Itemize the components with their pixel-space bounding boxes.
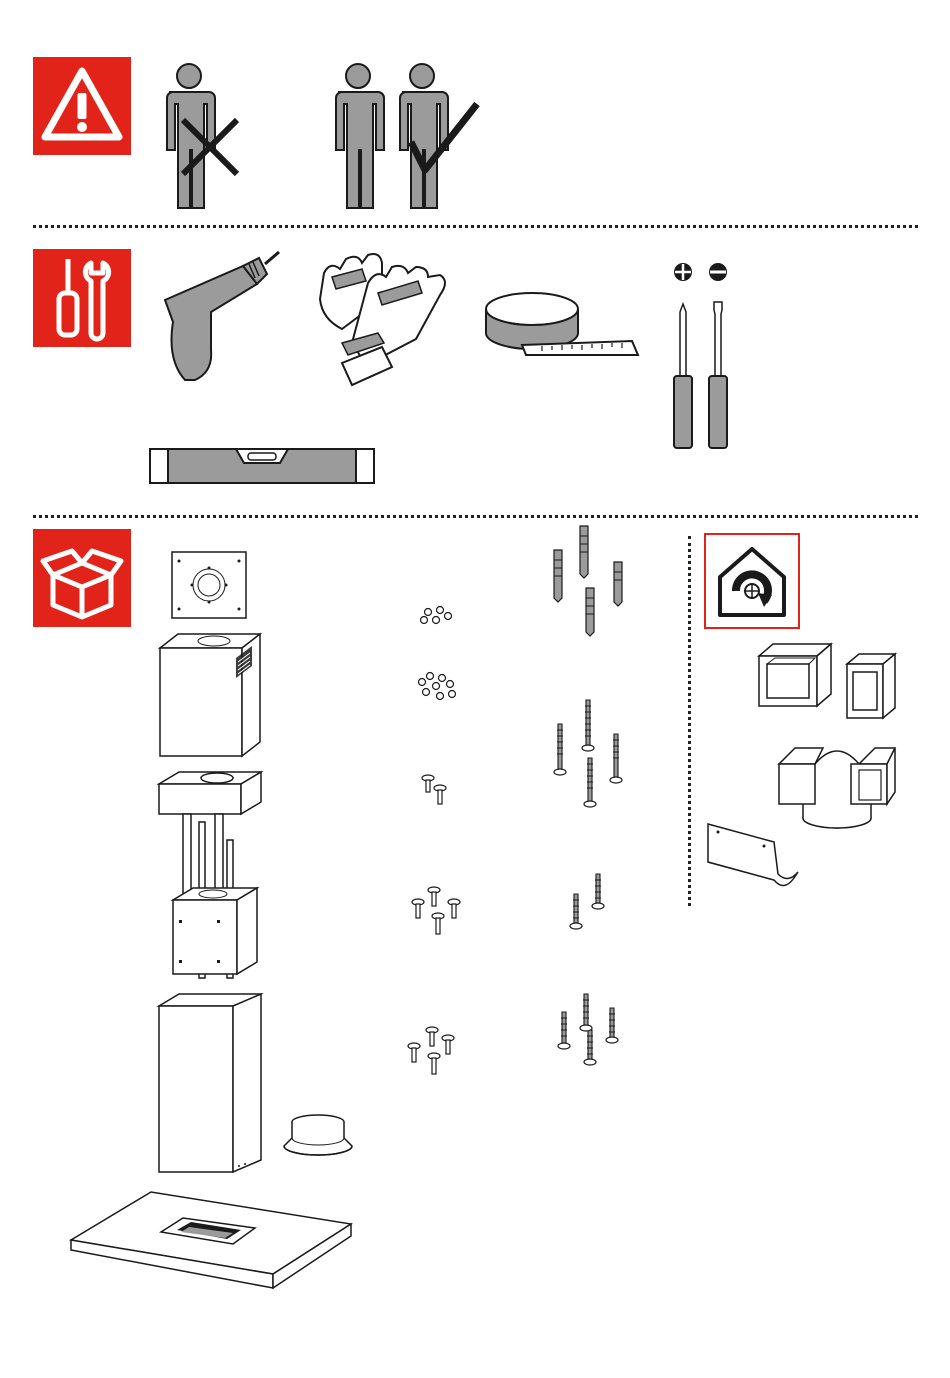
warning-section-badge — [33, 57, 131, 155]
house-recirculation-icon — [706, 535, 798, 627]
medium-screws-4 — [554, 990, 626, 1070]
spirit-level-icon — [148, 447, 376, 485]
long-screws — [548, 696, 632, 812]
section-divider — [33, 515, 918, 518]
parts-section-badge — [33, 529, 131, 627]
duct-adapter-left — [755, 640, 835, 714]
open-box-icon — [33, 529, 131, 627]
two-persons-check-icon — [325, 62, 485, 212]
one-person-crossed-icon — [155, 62, 250, 212]
drill-icon — [155, 250, 285, 385]
duct-ring — [280, 1112, 356, 1162]
gloves-icon — [312, 253, 457, 393]
screw-set-2 — [418, 772, 452, 808]
telescopic-frame — [157, 770, 267, 980]
flat-screwdriver-icon — [703, 262, 733, 452]
bracket — [704, 820, 800, 896]
tape-measure-icon — [482, 285, 642, 360]
tools-section-badge — [33, 249, 131, 347]
warning-triangle-icon — [33, 57, 131, 155]
screw-set-4-small — [418, 606, 454, 628]
upper-chimney — [158, 632, 262, 760]
screw-set-8-small — [416, 672, 460, 702]
recirculation-badge — [704, 533, 800, 629]
hood-canopy — [67, 1188, 355, 1294]
screw-set-4-b — [404, 1024, 464, 1080]
phillips-screwdriver-icon — [668, 262, 698, 452]
lower-chimney — [157, 992, 267, 1176]
duct-adapter-right — [843, 650, 899, 724]
screwdriver-wrench-icon — [33, 249, 131, 347]
wall-plugs — [544, 522, 628, 640]
recirculation-divider — [688, 536, 691, 906]
screw-set-4-a — [410, 884, 466, 940]
section-divider — [33, 225, 918, 228]
mounting-plate — [171, 551, 247, 619]
medium-screws-2 — [566, 870, 608, 936]
